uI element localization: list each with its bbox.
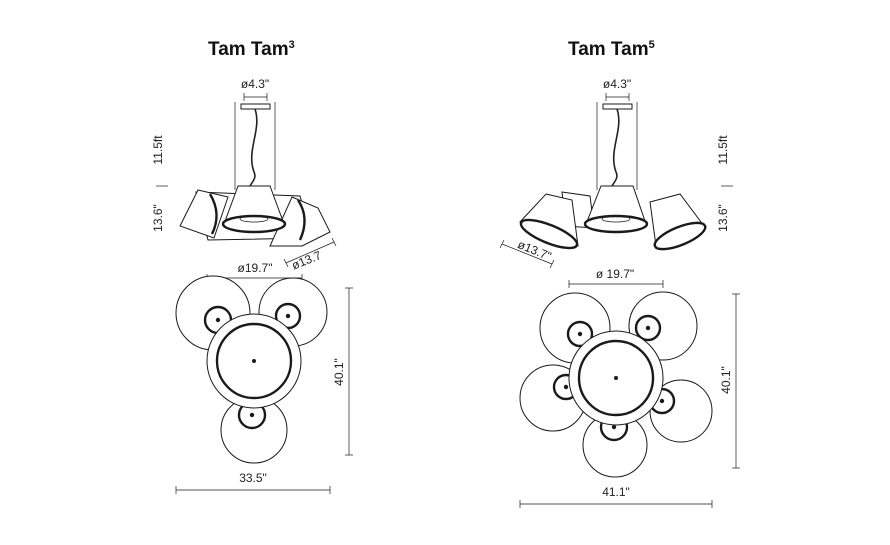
tamtam3-height: 13.6" xyxy=(151,204,165,232)
tamtam5-plan-depth: 40.1" xyxy=(719,366,733,394)
tamtam3-plan-shade-topright-bulb xyxy=(285,313,291,319)
tamtam5-shade-dim-line xyxy=(501,243,553,265)
tamtam5-canopy-diameter: ø4.3" xyxy=(603,77,631,91)
tamtam5-plan-shade-topright-bulb xyxy=(645,325,651,331)
tamtam5-shade-center-rim xyxy=(583,214,649,234)
tamtam5-power-cable xyxy=(611,108,620,187)
tamtam5-title: Tam Tam5 xyxy=(568,39,655,60)
tamtam5-shade-right-rim xyxy=(653,221,707,251)
tamtam5-plan-shade-topleft-bulb xyxy=(577,331,583,337)
tamtam5-canopy xyxy=(602,103,633,110)
tamtam5-plan-shade-right-bulb xyxy=(659,398,665,404)
tamtam3-plan-shade-topleft-bulb xyxy=(215,317,221,323)
tamtam3-title: Tam Tam3 xyxy=(208,39,295,60)
tamtam3-cable-length: 11.5ft xyxy=(151,135,165,165)
tamtam3-plan-center-bulb xyxy=(252,359,256,363)
tamtam3-shade-center-rim xyxy=(221,214,287,234)
tamtam3-shade-diameter: ø13.7 xyxy=(290,248,324,273)
tamtam3-plan-width: 33.5" xyxy=(239,471,267,485)
tamtam5-shade-left-rim xyxy=(519,218,579,250)
tamtam3-canopy xyxy=(240,103,271,110)
tamtam5-group: Tam Tam5 ø4.3" 11.5ft 13.6" ø13.7" xyxy=(499,39,740,508)
tamtam5-height: 13.6" xyxy=(716,204,730,232)
tamtam3-plan-shade-bottom-bulb xyxy=(249,412,255,418)
tamtam5-plan-width: 41.1" xyxy=(602,485,630,499)
tamtam5-plan-center-bulb xyxy=(614,376,618,380)
tamtam5-shade-dim-tick-b xyxy=(549,259,555,269)
tamtam5-shade-dim-tick-a xyxy=(499,239,505,249)
tamtam3-shade-center-diffuser xyxy=(239,215,269,223)
tamtam3-power-cable xyxy=(249,108,258,187)
tamtam3-diameter: ø19.7" xyxy=(238,261,273,275)
tamtam3-shade-dim-tick-a xyxy=(283,258,289,268)
tamtam3-shade-right-rim xyxy=(296,199,306,241)
tamtam5-cable-length: 11.5ft xyxy=(716,135,730,165)
tamtam5-title-text: Tam Tam xyxy=(568,39,649,60)
tamtam3-group: Tam Tam3 ø4.3" 11.5ft 13.6" ø13.7 xyxy=(151,39,353,494)
tamtam3-title-text: Tam Tam xyxy=(208,39,289,60)
tamtam5-plan-shade-bottom-bulb xyxy=(611,424,617,430)
tamtam5-plan-shade-left-bulb xyxy=(563,384,569,390)
tamtam3-shade-dim-line xyxy=(285,241,335,264)
tamtam3-canopy-diameter: ø4.3" xyxy=(241,77,269,91)
tamtam3-plan-depth: 40.1" xyxy=(332,358,346,386)
tamtam3-shade-left-rim xyxy=(208,193,218,235)
tamtam5-shade-center-diffuser xyxy=(601,215,631,223)
tamtam5-diameter: ø 19.7" xyxy=(596,267,634,281)
tamtam3-title-sup: 3 xyxy=(289,39,295,51)
tamtam3-shade-dim-tick-b xyxy=(331,237,337,247)
tamtam5-title-sup: 5 xyxy=(649,39,655,51)
